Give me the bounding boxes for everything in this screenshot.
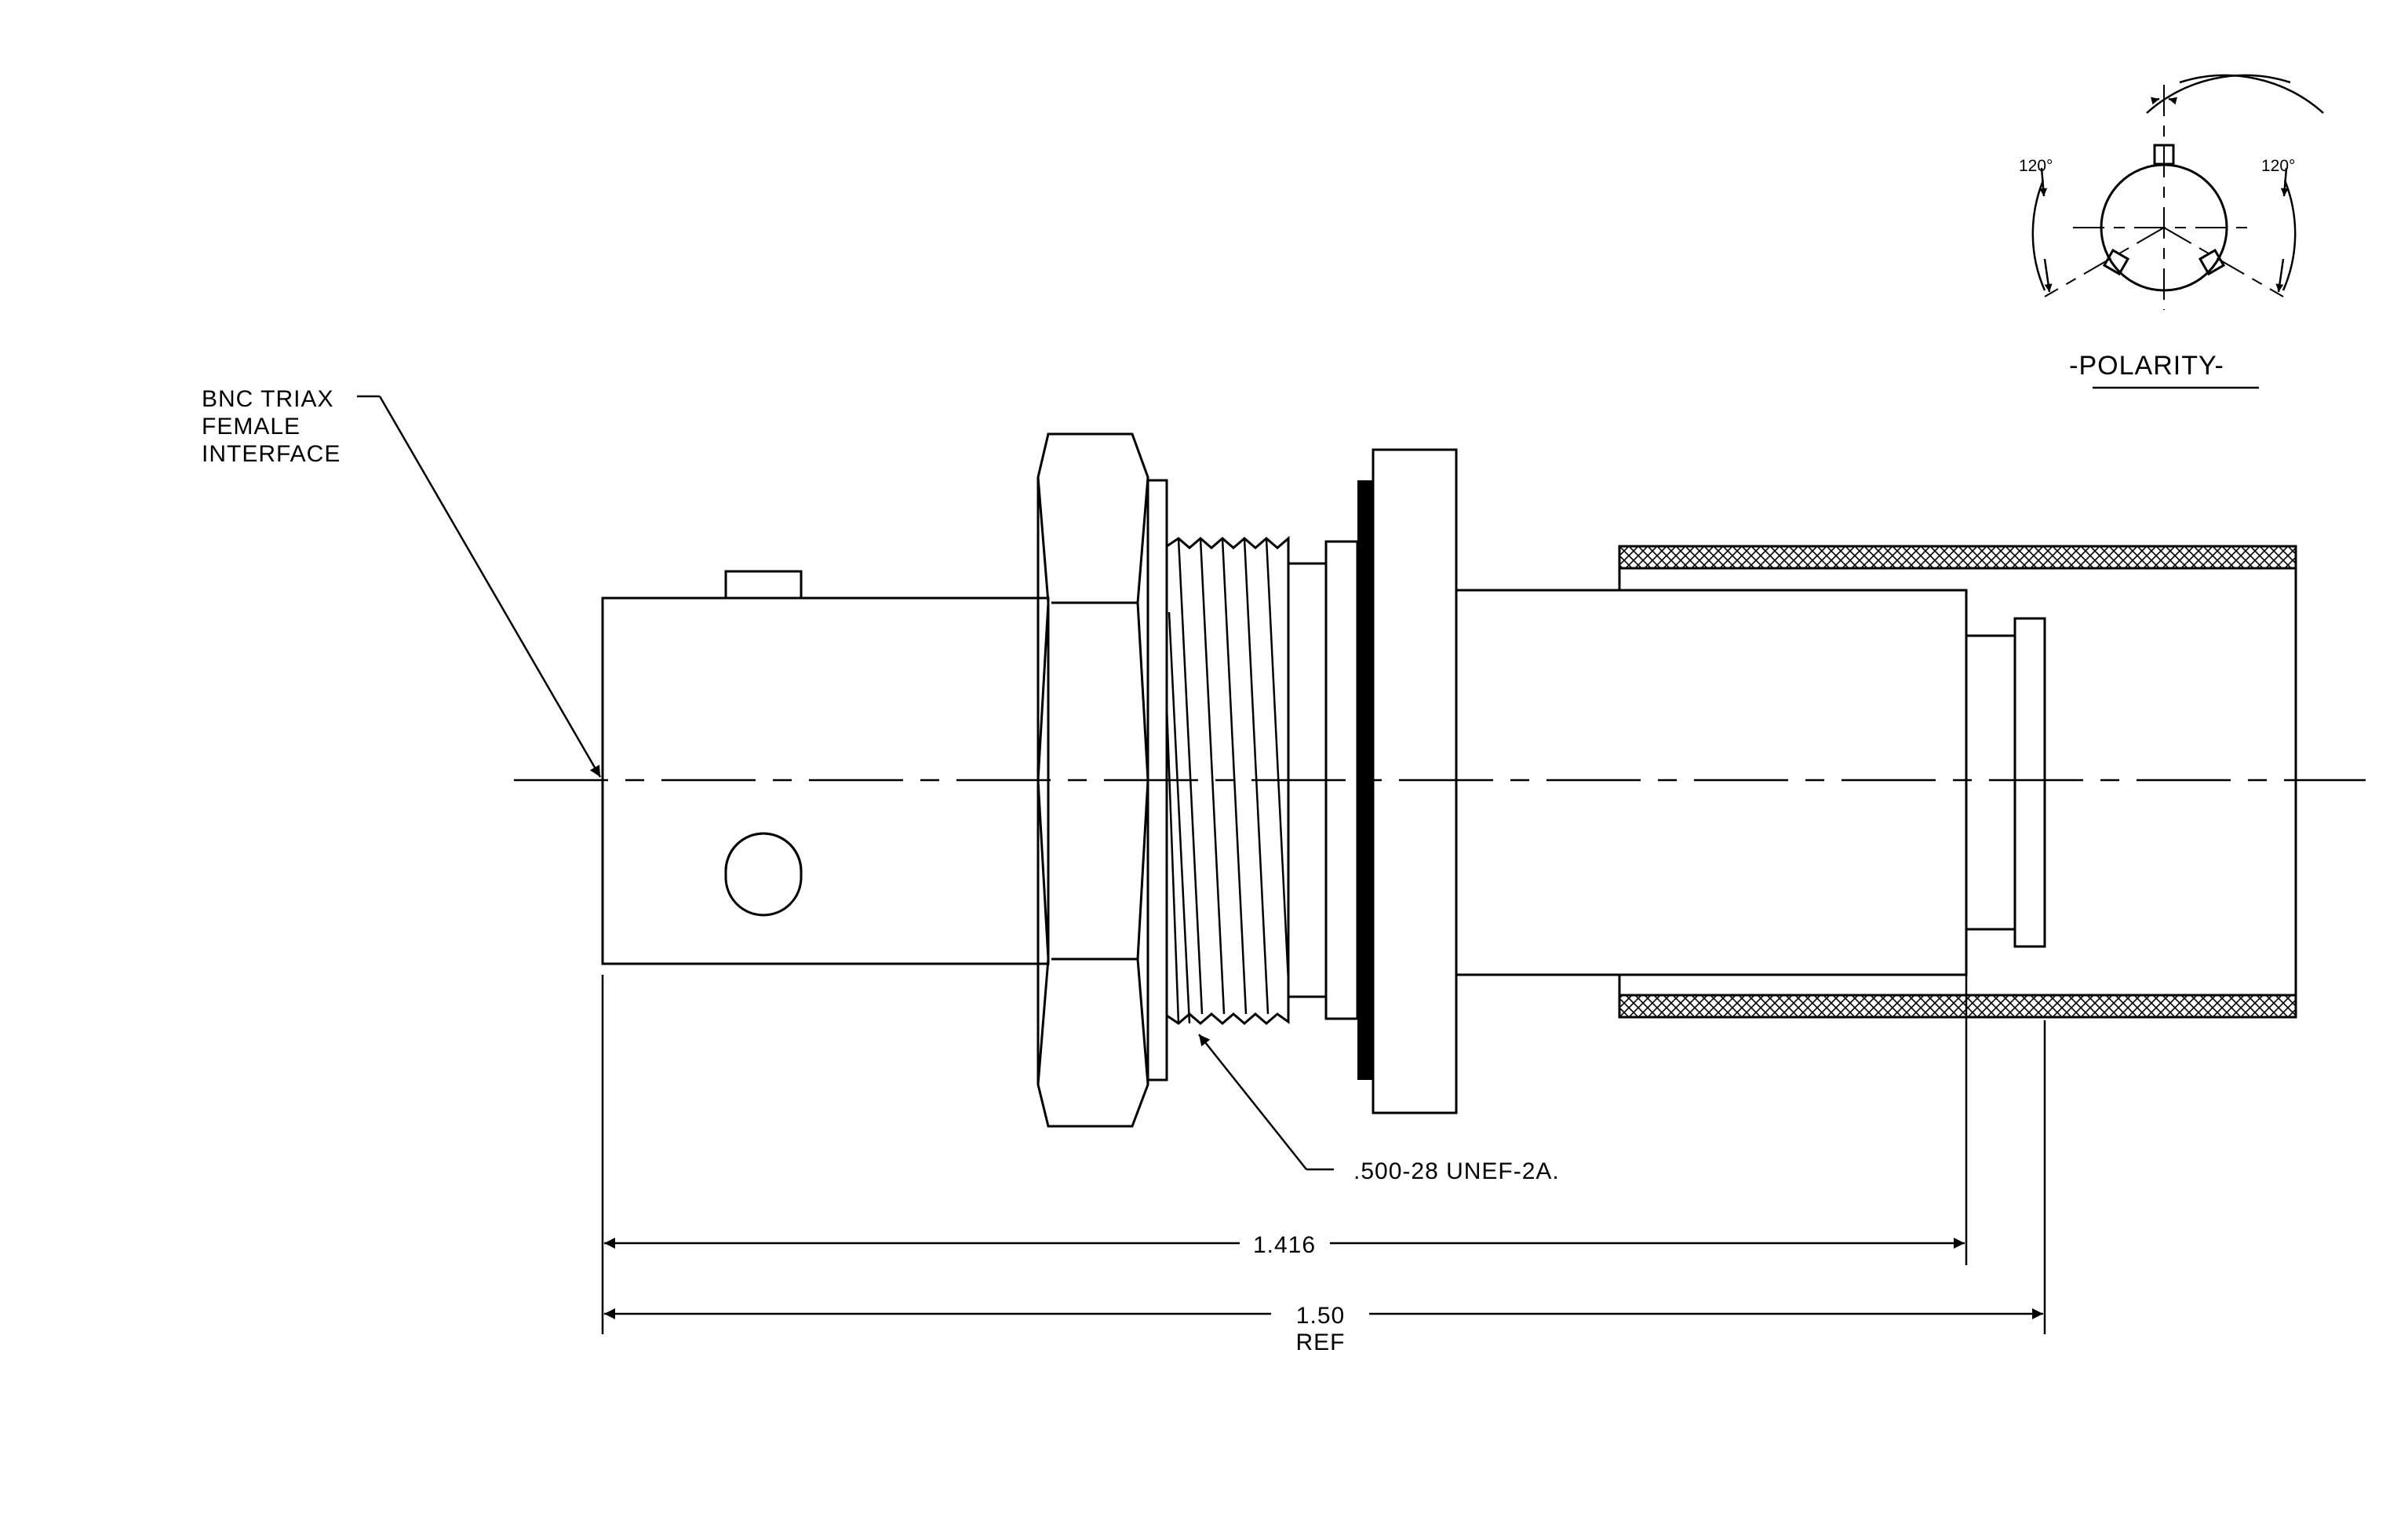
interface-label-line3: INTERFACE (202, 441, 341, 467)
thread-spec-label: .500-28 UNEF-2A. (1353, 1158, 1560, 1184)
bayonet-key (724, 570, 803, 600)
thread-leader (1198, 1034, 1334, 1171)
sleeve-knurl-bottom (1618, 994, 2297, 1019)
angle-right-label: 120° (2261, 157, 2295, 175)
interface-label-line1: BNC TRIAX (202, 386, 333, 412)
sleeve-knurl-top (1618, 545, 2297, 570)
extension-lines (601, 947, 2046, 1334)
dimension-overall-value: 1.50 (1296, 1303, 1345, 1329)
polarity-detail (2031, 74, 2324, 310)
bayonet-body (601, 570, 1050, 965)
angle-left-label: 120° (2019, 157, 2053, 175)
rear-body (1455, 589, 2046, 976)
gasket (1357, 480, 1373, 1080)
interface-leader (357, 395, 602, 778)
interface-label-line2: FEMALE (202, 414, 301, 440)
bayonet-pin (724, 832, 803, 917)
dimension-overall-note: REF (1296, 1330, 1346, 1355)
thread-section (1165, 535, 1328, 1025)
rear-insulator (2013, 617, 2046, 948)
crimp-sleeve (1618, 545, 2297, 1019)
dimension-length-value: 1.416 (1253, 1232, 1316, 1258)
polarity-title: -POLARITY- (2069, 351, 2224, 381)
panel-flange (1324, 448, 1458, 1114)
